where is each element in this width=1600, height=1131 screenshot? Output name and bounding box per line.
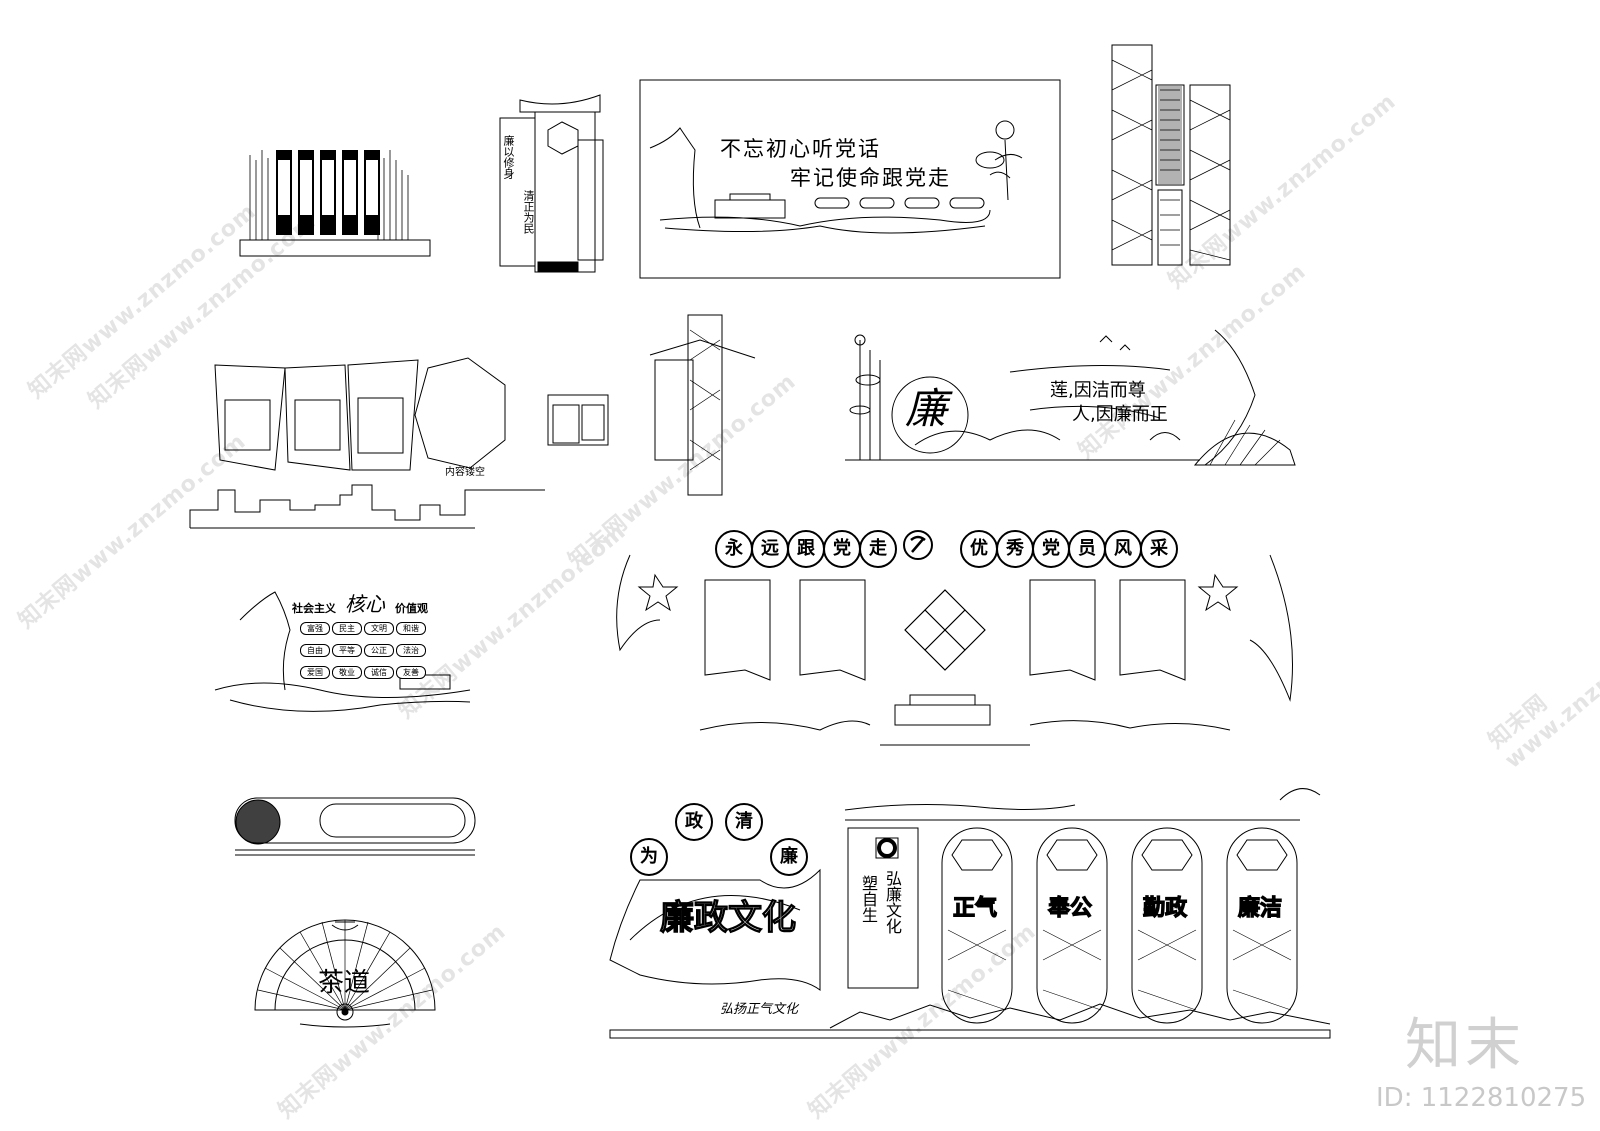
title-char: 跟 xyxy=(787,530,825,568)
arch-label-4: 廉洁 xyxy=(1237,895,1283,921)
arch-label-2: 奉公 xyxy=(1047,895,1093,921)
culture-slogan: 弘扬正气文化 xyxy=(720,1002,799,1017)
panel-list-boards xyxy=(189,357,545,529)
circle-char: 为 xyxy=(630,838,668,876)
fan-title: 廉政文化 xyxy=(659,897,796,938)
value-pill: 和谐 xyxy=(396,622,426,635)
slogan-line-1: 不忘初心听党话 xyxy=(720,137,881,161)
value-pill: 民主 xyxy=(332,622,362,635)
id-label: ID: 1122810275 xyxy=(1376,1083,1587,1113)
value-pill: 诚信 xyxy=(364,666,394,679)
value-pill: 敬业 xyxy=(332,666,362,679)
value-pill: 公正 xyxy=(364,644,394,657)
title-char: 优 xyxy=(960,530,998,568)
vertical-left-text: 塑自生 xyxy=(859,875,878,923)
circle-char: 清 xyxy=(725,803,763,841)
value-pill: 法治 xyxy=(396,644,426,657)
panel-culture-wall xyxy=(609,788,1331,1039)
lotus-line-2: 人,因廉而正 xyxy=(1072,404,1168,425)
tea-title: 茶道 xyxy=(318,968,371,998)
value-pill: 自由 xyxy=(300,644,330,657)
value-pill: 平等 xyxy=(332,644,362,657)
panel-lattice-screens xyxy=(1111,44,1231,266)
lotus-line-1: 莲,因洁而尊 xyxy=(1050,380,1146,401)
panel-framed-slogan xyxy=(639,79,1061,279)
core-title-big: 核心 xyxy=(345,592,385,616)
vertical-text-left: 廉以修身 xyxy=(502,135,515,179)
title-char: 风 xyxy=(1104,530,1142,568)
arch-label-1: 正气 xyxy=(952,895,998,921)
title-char: 远 xyxy=(751,530,789,568)
arch-label-3: 勤政 xyxy=(1142,895,1188,921)
lists-caption: 内容镂空 xyxy=(445,467,485,478)
value-pill: 爱国 xyxy=(300,666,330,679)
circle-char: 廉 xyxy=(770,838,808,876)
lian-big-char: 廉 xyxy=(905,384,948,433)
core-title-prefix: 社会主义 xyxy=(292,602,336,615)
title-char: 走 xyxy=(859,530,897,568)
slogan-line-2: 牢记使命跟党走 xyxy=(790,166,951,190)
value-pill: 文明 xyxy=(364,622,394,635)
brand-logo: 知末 xyxy=(1405,1013,1525,1078)
vertical-right-text: 弘廉文化 xyxy=(883,870,902,934)
panel-vertical-sign xyxy=(499,94,604,273)
vertical-text-right: 清正为民 xyxy=(522,190,535,234)
panel-scroll xyxy=(234,797,476,856)
value-pill: 友善 xyxy=(396,666,426,679)
core-title-suffix: 价值观 xyxy=(395,602,428,615)
panel-lotus-mural xyxy=(845,329,1296,466)
title-char: 员 xyxy=(1068,530,1106,568)
panel-small-boards xyxy=(547,314,756,496)
circle-char: 政 xyxy=(675,803,713,841)
title-char: 党 xyxy=(1032,530,1070,568)
title-char: 党 xyxy=(823,530,861,568)
panel-party-wall xyxy=(616,554,1293,746)
panel-tea-fan xyxy=(254,919,436,1028)
title-char: 采 xyxy=(1140,530,1178,568)
value-pill: 富强 xyxy=(300,622,330,635)
title-char: 永 xyxy=(715,530,753,568)
title-char: 秀 xyxy=(996,530,1034,568)
